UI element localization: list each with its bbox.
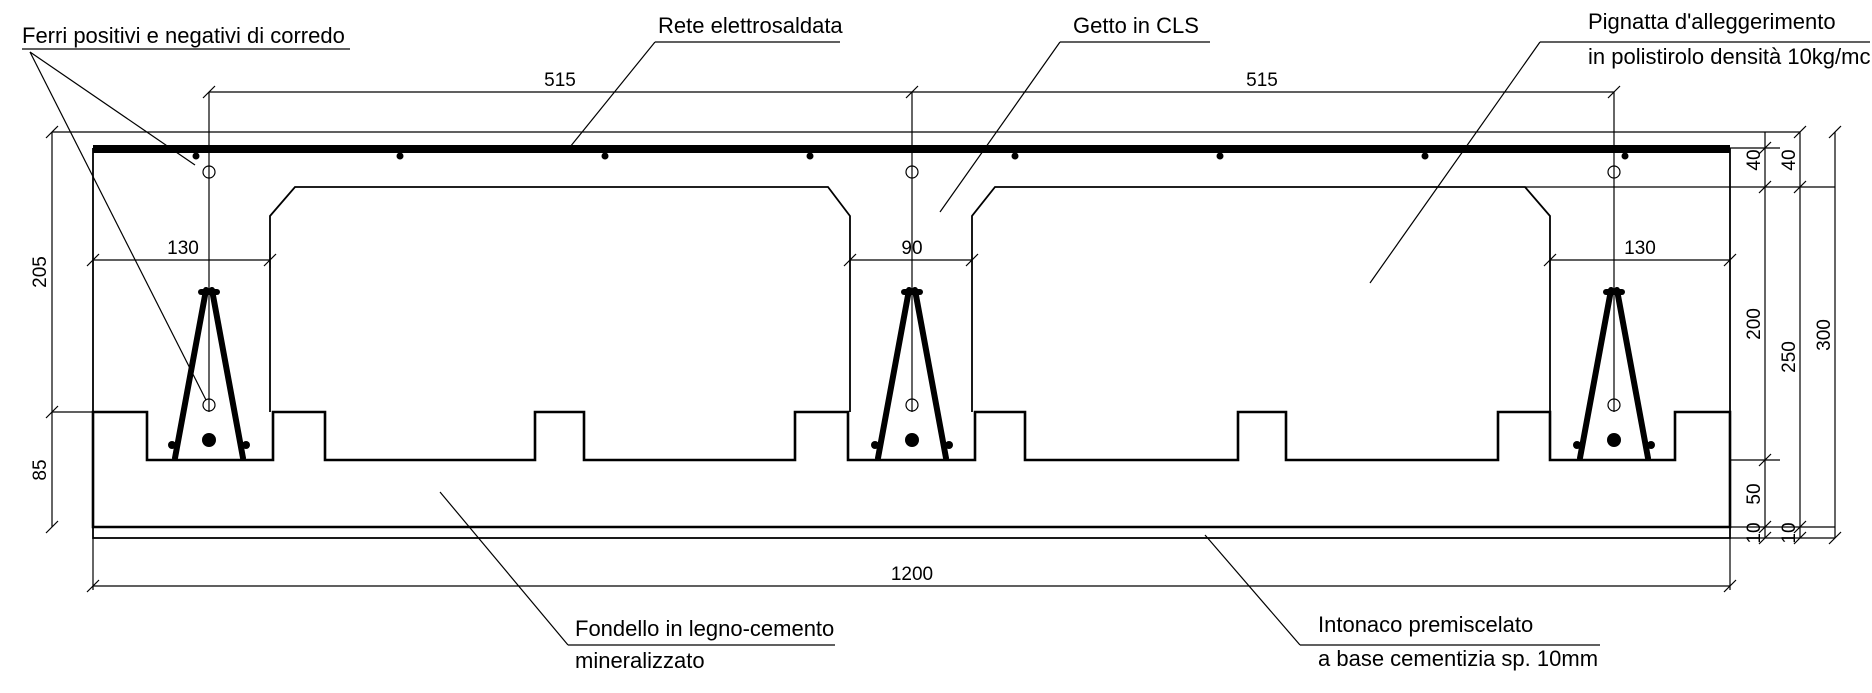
wood-cement-formwork	[91, 410, 1732, 529]
label-intonaco-1: Intonaco premiscelato	[1318, 612, 1533, 637]
dim-right-10a: 10	[1744, 522, 1765, 543]
label-rete: Rete elettrosaldata	[658, 13, 843, 38]
dim-right-50: 50	[1744, 483, 1765, 504]
leader-lines	[22, 41, 1870, 646]
dim-span-right: 515	[1246, 70, 1278, 91]
label-ferri: Ferri positivi e negativi di corredo	[22, 23, 345, 48]
dim-right-10b: 10	[1779, 522, 1800, 543]
dim-right-40a: 40	[1744, 149, 1765, 170]
dim-right-200: 200	[1744, 308, 1765, 340]
polystyrene-block-left	[269, 186, 851, 412]
rib-truss-right	[1573, 92, 1655, 461]
label-pignatta-1: Pignatta d'alleggerimento	[1588, 9, 1836, 34]
dim-rib-right: 130	[1624, 238, 1656, 259]
right-dim-ticks	[1758, 125, 1842, 545]
plaster-layer	[92, 526, 1731, 539]
callout-labels: Ferri positivi e negativi di corredo Ret…	[22, 9, 1870, 673]
rib-truss-center	[871, 92, 953, 461]
dim-right-40b: 40	[1779, 149, 1800, 170]
label-fondello-1: Fondello in legno-cemento	[575, 616, 834, 641]
dim-total-width: 1200	[891, 564, 933, 585]
dim-right-300: 300	[1814, 319, 1835, 351]
dim-left-lower: 85	[30, 459, 51, 480]
label-intonaco-2: a base cementizia sp. 10mm	[1318, 646, 1598, 671]
dim-span-left: 515	[544, 70, 576, 91]
polystyrene-block-right	[971, 186, 1551, 412]
rib-truss-left	[168, 92, 250, 461]
mesh-dots	[192, 152, 1629, 160]
dimension-labels: 515 515 130 90 130 1200 205 85 40 40 200…	[30, 70, 1835, 585]
dim-rib-left: 130	[167, 238, 199, 259]
dim-left-upper: 205	[30, 256, 51, 288]
label-pignatta-2: in polistirolo densità 10kg/mc	[1588, 44, 1870, 69]
dimension-lines	[45, 85, 1842, 593]
dim-rib-center: 90	[901, 238, 922, 259]
label-fondello-2: mineralizzato	[575, 648, 705, 673]
label-getto: Getto in CLS	[1073, 13, 1199, 38]
slab-structure	[91, 92, 1732, 539]
dim-right-250: 250	[1779, 341, 1800, 373]
